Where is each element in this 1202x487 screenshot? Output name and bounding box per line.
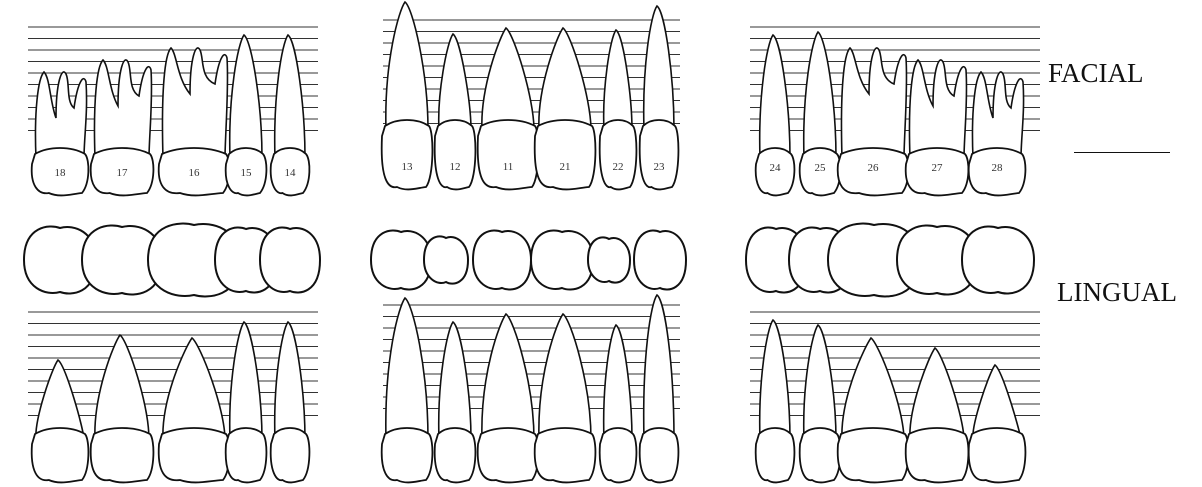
tooth-root-facial xyxy=(909,60,966,158)
tooth-crown-lingual xyxy=(969,428,1026,482)
tooth-crown-lingual xyxy=(32,428,89,482)
tooth-number: 28 xyxy=(992,162,1004,174)
tooth-root-lingual xyxy=(230,322,262,440)
tooth-crown-facial xyxy=(478,120,539,189)
tooth-13: 13 xyxy=(371,2,432,482)
tooth-root-lingual xyxy=(804,325,836,440)
tooth-number: 13 xyxy=(402,161,414,173)
tooth-occlusal-outline xyxy=(260,227,320,292)
tooth-root-lingual xyxy=(163,338,225,440)
tooth-root-lingual xyxy=(539,314,591,440)
tooth-root-facial xyxy=(804,32,836,158)
tooth-occlusal-outline xyxy=(962,227,1034,294)
tooth-number: 14 xyxy=(285,167,297,179)
facial-label: FACIAL xyxy=(1048,58,1144,89)
tooth-occlusal-outline xyxy=(371,230,431,289)
tooth-number: 15 xyxy=(241,167,253,179)
tooth-number: 26 xyxy=(868,162,880,174)
tooth-root-facial xyxy=(35,72,86,158)
tooth-crown-lingual xyxy=(478,428,539,482)
tooth-root-lingual xyxy=(275,322,305,440)
tooth-number: 12 xyxy=(450,161,461,173)
tooth-number: 23 xyxy=(654,161,666,173)
blank-answer-line xyxy=(1074,152,1170,153)
tooth-occlusal-outline xyxy=(424,236,468,283)
tooth-occlusal-outline xyxy=(473,230,531,289)
tooth-22: 22 xyxy=(588,30,636,482)
tooth-12: 12 xyxy=(424,34,475,482)
tooth-root-facial xyxy=(760,35,790,158)
tooth-root-lingual xyxy=(910,348,964,440)
tooth-number: 22 xyxy=(613,161,624,173)
tooth-root-lingual xyxy=(842,338,904,440)
tooth-root-facial xyxy=(972,72,1023,158)
tooth-root-facial xyxy=(230,35,262,158)
tooth-root-facial xyxy=(604,30,632,130)
tooth-number: 24 xyxy=(770,162,782,174)
tooth-number: 11 xyxy=(503,161,514,173)
tooth-crown-lingual xyxy=(600,428,637,482)
tooth-11: 11 xyxy=(473,28,538,482)
tooth-crown-lingual xyxy=(159,428,230,482)
tooth-crown-facial xyxy=(382,120,433,189)
tooth-root-facial xyxy=(275,35,305,158)
tooth-crown-facial xyxy=(600,120,637,189)
tooth-crown-lingual xyxy=(535,428,596,482)
tooth-crown-lingual xyxy=(226,428,267,482)
tooth-root-facial xyxy=(439,34,471,130)
tooth-root-lingual xyxy=(386,298,428,440)
tooth-21: 21 xyxy=(531,28,595,482)
tooth-crown-lingual xyxy=(906,428,969,482)
tooth-root-facial xyxy=(386,2,428,130)
tooth-root-facial xyxy=(94,60,151,158)
tooth-number: 21 xyxy=(560,161,571,173)
tooth-occlusal-outline xyxy=(588,237,630,282)
tooth-crown-lingual xyxy=(91,428,154,482)
tooth-root-facial xyxy=(841,48,906,158)
tooth-number: 18 xyxy=(55,167,67,179)
tooth-crown-facial xyxy=(435,120,476,189)
tooth-crown-facial xyxy=(535,120,596,189)
tooth-crown-lingual xyxy=(756,428,795,482)
tooth-crown-lingual xyxy=(838,428,909,482)
tooth-number: 27 xyxy=(932,162,944,174)
tooth-occlusal-outline xyxy=(634,230,686,289)
tooth-number: 25 xyxy=(815,162,827,174)
tooth-crown-lingual xyxy=(640,428,679,482)
tooth-root-lingual xyxy=(760,320,790,440)
teeth-layer: 18 17 16 15 14 13 12 11 21 22 23 24 25 26 27 28 xyxy=(24,2,1034,482)
tooth-crown-lingual xyxy=(271,428,310,482)
tooth-crown-lingual xyxy=(435,428,476,482)
tooth-crown-lingual xyxy=(382,428,433,482)
tooth-28: 28 xyxy=(962,72,1034,482)
tooth-root-lingual xyxy=(482,314,534,440)
tooth-crown-facial xyxy=(640,120,679,189)
tooth-root-lingual xyxy=(95,335,149,440)
tooth-number: 16 xyxy=(189,167,201,179)
tooth-root-facial xyxy=(644,6,674,130)
tooth-root-lingual xyxy=(604,325,632,440)
lingual-label: LINGUAL xyxy=(1057,277,1177,308)
tooth-crown-lingual xyxy=(800,428,841,482)
tooth-occlusal-outline xyxy=(531,230,593,289)
tooth-number: 17 xyxy=(117,167,129,179)
tooth-root-facial xyxy=(162,48,227,158)
